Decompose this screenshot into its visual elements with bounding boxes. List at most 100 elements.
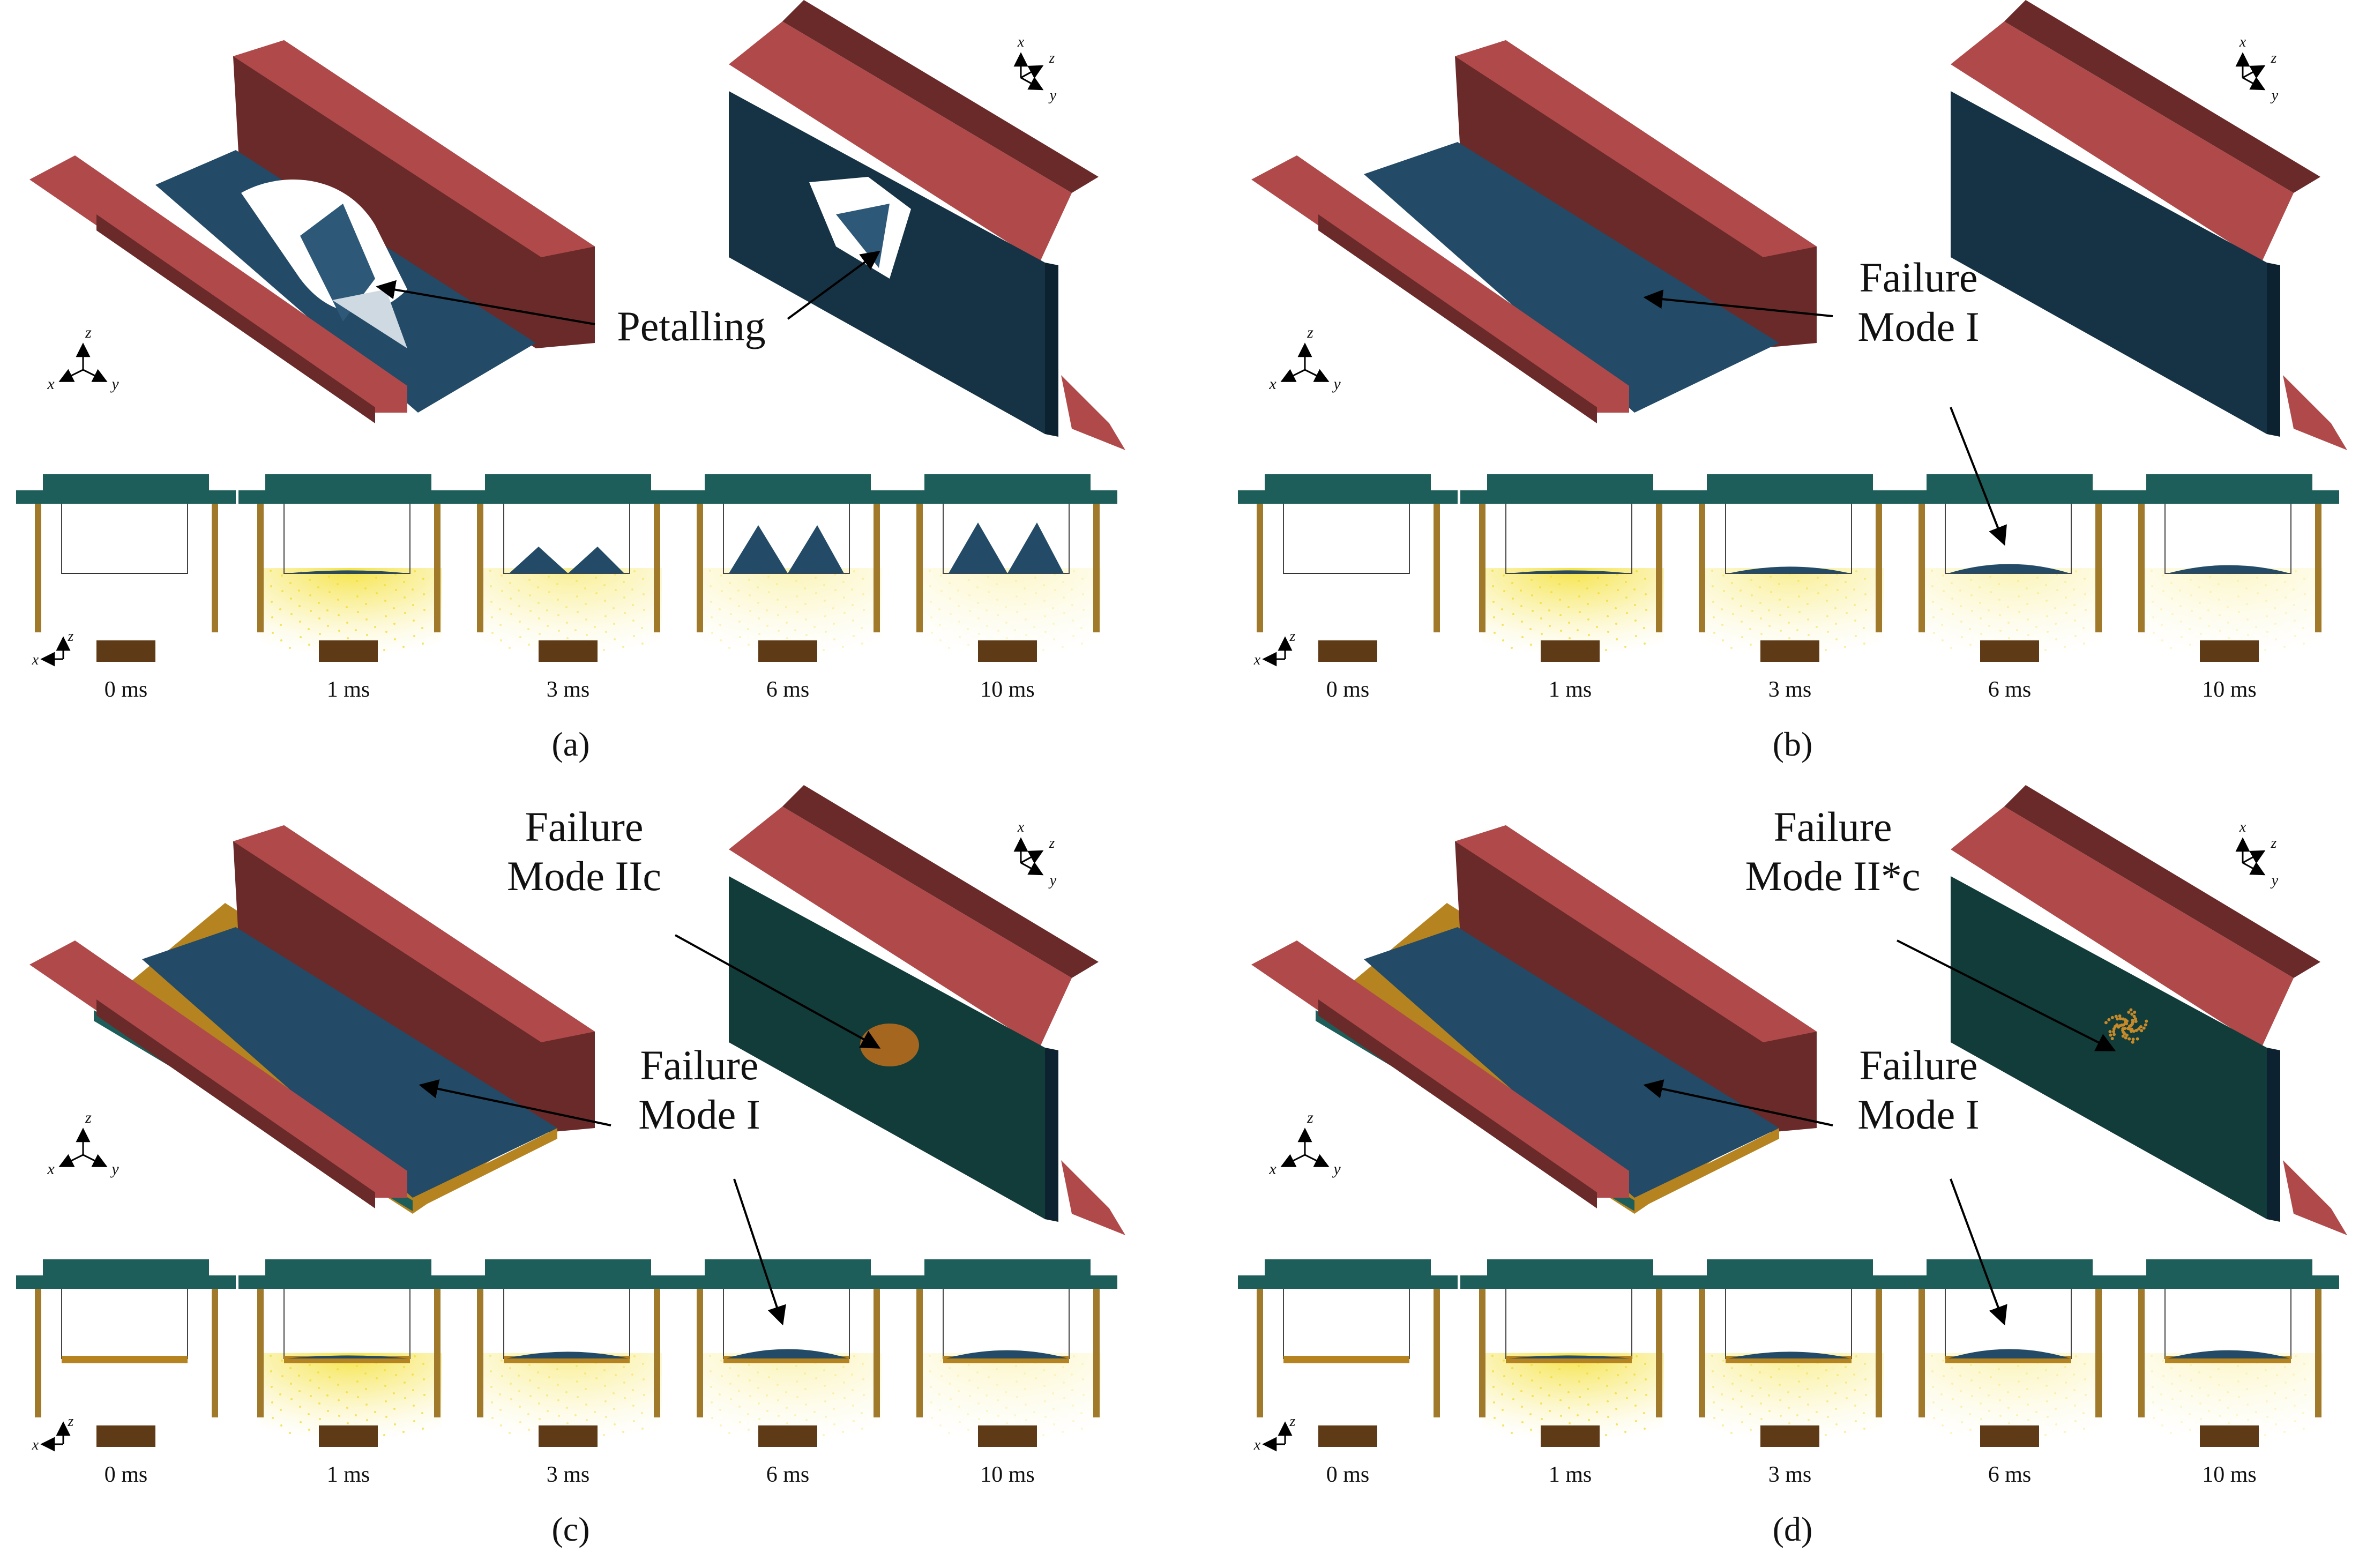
steel-bottom-flange (2283, 375, 2347, 450)
post-right (1876, 504, 1882, 632)
post-left (916, 1289, 923, 1417)
blast-particle (299, 1406, 301, 1408)
blast-particle (1951, 1383, 1953, 1385)
blast-particle (968, 1364, 970, 1366)
frame-4: 10 ms (898, 474, 1117, 702)
blast-particle (711, 616, 713, 618)
blast-particle (1788, 637, 1790, 639)
blast-particle (1722, 1424, 1724, 1427)
blast-particle (2199, 1402, 2201, 1405)
post-right (434, 1289, 441, 1417)
blast-particle (290, 1383, 292, 1385)
frame-time-label: 10 ms (2202, 1462, 2257, 1487)
blast-particle (978, 1418, 980, 1420)
blast-particle (1942, 574, 1944, 577)
blast-particle (1750, 1364, 1752, 1366)
blast-particle (1015, 1365, 1017, 1367)
axis-label-x: x (1017, 34, 1025, 50)
blast-particle (2152, 601, 2154, 603)
channel-outline (2164, 504, 2291, 574)
blast-particle (509, 647, 511, 649)
frame-time-label: 0 ms (1326, 1462, 1370, 1487)
blast-particle (1863, 1412, 1865, 1414)
blast-particle (1024, 603, 1026, 605)
blast-particle (623, 581, 625, 583)
blast-particle (2265, 584, 2267, 586)
blast-particle (1943, 1375, 1945, 1377)
charge (1318, 1425, 1377, 1447)
blast-particle (1865, 1394, 1867, 1396)
blast-particle (2274, 607, 2276, 609)
blast-particle (528, 1364, 531, 1366)
blast-particle (272, 632, 274, 634)
blast-particle (422, 578, 424, 580)
blast-particle (1741, 621, 1743, 623)
blast-particle (949, 582, 951, 584)
blast-particle (833, 1423, 835, 1425)
steel-top-flange (1951, 807, 2294, 1048)
blast-particle (1073, 570, 1075, 572)
blast-particle (624, 1397, 626, 1399)
blast-particle (337, 583, 339, 585)
blast-particle (1025, 1403, 1027, 1406)
blast-particle (1071, 604, 1073, 606)
charge (1980, 640, 2039, 662)
blast-particle (2074, 619, 2076, 622)
blast-particle (777, 599, 779, 601)
blast-particle (1826, 615, 1828, 617)
blast-particle (1749, 628, 1751, 630)
blast-particle (1531, 579, 1533, 581)
blast-particle (786, 622, 788, 624)
blast-particle (338, 630, 340, 632)
blast-particle (1721, 624, 1723, 626)
blast-particle (1596, 1411, 1598, 1413)
blast-particle (1005, 1407, 1007, 1409)
blast-particle (632, 1389, 634, 1391)
damage-particle (2132, 1014, 2136, 1018)
blast-particle (326, 1394, 329, 1397)
blast-particle (832, 607, 834, 609)
steel-back-wall (1455, 825, 1817, 1133)
blast-particle (538, 1402, 540, 1405)
blast-particle (1788, 1407, 1790, 1409)
blast-particle (2236, 1414, 2238, 1416)
steel-back-flange (233, 40, 595, 257)
blast-particle (2037, 592, 2039, 594)
blast-particle (997, 630, 999, 632)
blast-particle (395, 1374, 397, 1376)
blast-particle (1825, 1369, 1827, 1371)
axis-label-x: x (1253, 652, 1261, 668)
blast-particle (719, 1409, 721, 1411)
blast-particle (2007, 1407, 2010, 1409)
axis-arrow-y (83, 1154, 108, 1167)
blast-particle (988, 1376, 990, 1378)
blast-particle (1072, 1405, 1074, 1407)
blast-particle (271, 601, 273, 603)
blast-particle (1559, 1384, 1561, 1386)
channel-outline (283, 504, 410, 574)
blast-particle (2238, 611, 2240, 613)
blast-particle (2190, 1379, 2192, 1382)
blast-particle (329, 591, 331, 593)
blast-particle (2027, 1403, 2029, 1406)
blast-particle (585, 603, 587, 605)
blast-particle (843, 1397, 846, 1399)
blast-particle (2246, 1403, 2249, 1406)
blast-particle (595, 577, 597, 579)
blast-particle (1083, 609, 1085, 611)
blast-particle (2047, 1416, 2049, 1418)
blast-particle (1624, 1431, 1626, 1433)
blast-particle (1979, 602, 1981, 604)
blast-particle (1863, 627, 1865, 629)
blast-particle (2208, 625, 2210, 627)
blast-particle (2294, 1420, 2296, 1422)
blast-particle (2303, 578, 2305, 580)
blast-particle (2238, 1396, 2240, 1398)
post-right (654, 504, 660, 632)
blast-particle (413, 635, 415, 637)
blast-particle (383, 649, 385, 651)
blast-particle (1770, 576, 1772, 578)
damage-particle (2110, 1016, 2114, 1019)
blast-particle (1721, 1409, 1723, 1411)
blast-particle (719, 608, 721, 610)
